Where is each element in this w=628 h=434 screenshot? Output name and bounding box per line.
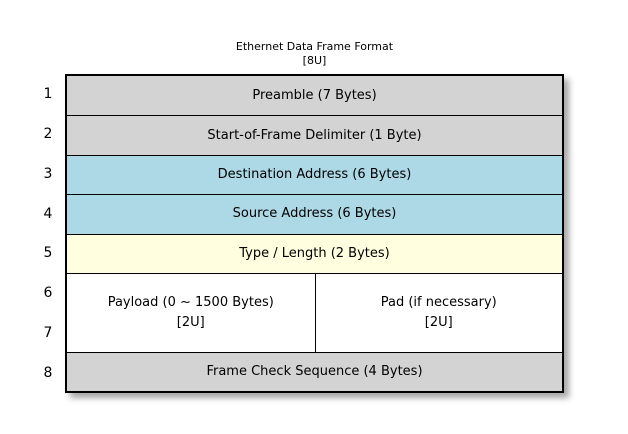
cell-sfd-label: Start-of-Frame Delimiter (1 Byte): [207, 127, 422, 143]
row-number-column: 1 2 3 4 5 6 7 8: [36, 74, 60, 393]
row-number-7: 7: [43, 325, 53, 342]
cell-payload-label: Payload (0 ~ 1500 Bytes): [107, 294, 274, 310]
row-number-1: 1: [43, 85, 53, 102]
diagram-title: Ethernet Data Frame Format [8U]: [65, 40, 564, 68]
cell-type-length-label: Type / Length (2 Bytes): [239, 245, 390, 261]
row-number-4: 4: [43, 205, 53, 222]
row-number-6: 6: [43, 285, 53, 302]
row-number-5: 5: [43, 245, 53, 262]
cell-type-length: Type / Length (2 Bytes): [67, 233, 562, 273]
cell-frame-check-sequence: Frame Check Sequence (4 Bytes): [67, 351, 562, 391]
cell-source-address: Source Address (6 Bytes): [67, 194, 562, 234]
cell-destination-address: Destination Address (6 Bytes): [67, 154, 562, 195]
cell-preamble: Preamble (7 Bytes): [67, 76, 562, 116]
diagram-title-line1: Ethernet Data Frame Format: [235, 40, 394, 53]
cell-pad: Pad (if necessary) [2U]: [314, 272, 562, 352]
cell-pad-sublabel: [2U]: [424, 314, 453, 330]
row-number-3: 3: [43, 165, 53, 182]
cell-destination-label: Destination Address (6 Bytes): [217, 166, 412, 182]
row-number-2: 2: [43, 125, 53, 142]
cell-payload-sublabel: [2U]: [176, 314, 205, 330]
cell-preamble-label: Preamble (7 Bytes): [252, 87, 377, 103]
cell-start-of-frame-delimiter: Start-of-Frame Delimiter (1 Byte): [67, 115, 562, 155]
frame-format-table: Preamble (7 Bytes) Start-of-Frame Delimi…: [65, 74, 564, 393]
cell-fcs-label: Frame Check Sequence (4 Bytes): [206, 363, 423, 379]
diagram-title-line2: [8U]: [302, 54, 327, 67]
cell-source-label: Source Address (6 Bytes): [232, 206, 397, 222]
row-number-8: 8: [43, 365, 53, 382]
cell-payload: Payload (0 ~ 1500 Bytes) [2U]: [67, 272, 315, 352]
cell-pad-label: Pad (if necessary): [380, 294, 497, 310]
